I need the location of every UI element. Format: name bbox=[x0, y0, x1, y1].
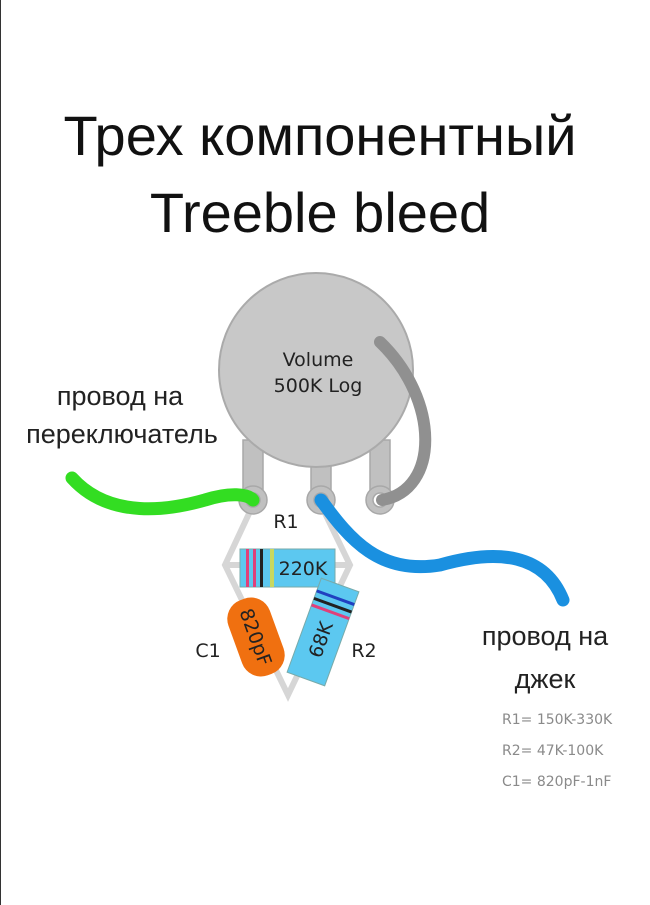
title-line-1: Трех компонентный bbox=[63, 104, 576, 167]
resistor-r1: 220K bbox=[239, 548, 336, 588]
switch-wire-label-2: переключатель bbox=[26, 419, 218, 449]
capacitor-c1: 820pF bbox=[227, 597, 285, 677]
jack-wire-label-2: джек bbox=[515, 664, 576, 694]
legend-r1: R1= 150K-330K bbox=[502, 712, 613, 728]
title-line-2: Treeble bleed bbox=[150, 181, 490, 244]
pot-label-value: 500K Log bbox=[274, 375, 363, 397]
resistor-r2: 68K bbox=[286, 577, 360, 687]
jack-wire-label-1: провод на bbox=[482, 621, 609, 651]
ground-jumper-wire bbox=[374, 336, 432, 506]
r2-name: R2 bbox=[351, 640, 376, 662]
switch-wire-label-1: провод на bbox=[57, 381, 184, 411]
c1-name: C1 bbox=[195, 640, 220, 662]
left-border bbox=[0, 0, 1, 905]
volume-pot bbox=[218, 272, 414, 468]
pot-label-name: Volume bbox=[283, 349, 354, 371]
switch-wire bbox=[65, 471, 260, 516]
r1-value: 220K bbox=[279, 558, 328, 580]
jack-wire bbox=[314, 493, 570, 607]
legend-r2: R2= 47K-100K bbox=[502, 743, 604, 759]
r1-name: R1 bbox=[273, 511, 298, 533]
legend-c1: C1= 820pF-1nF bbox=[502, 774, 611, 790]
